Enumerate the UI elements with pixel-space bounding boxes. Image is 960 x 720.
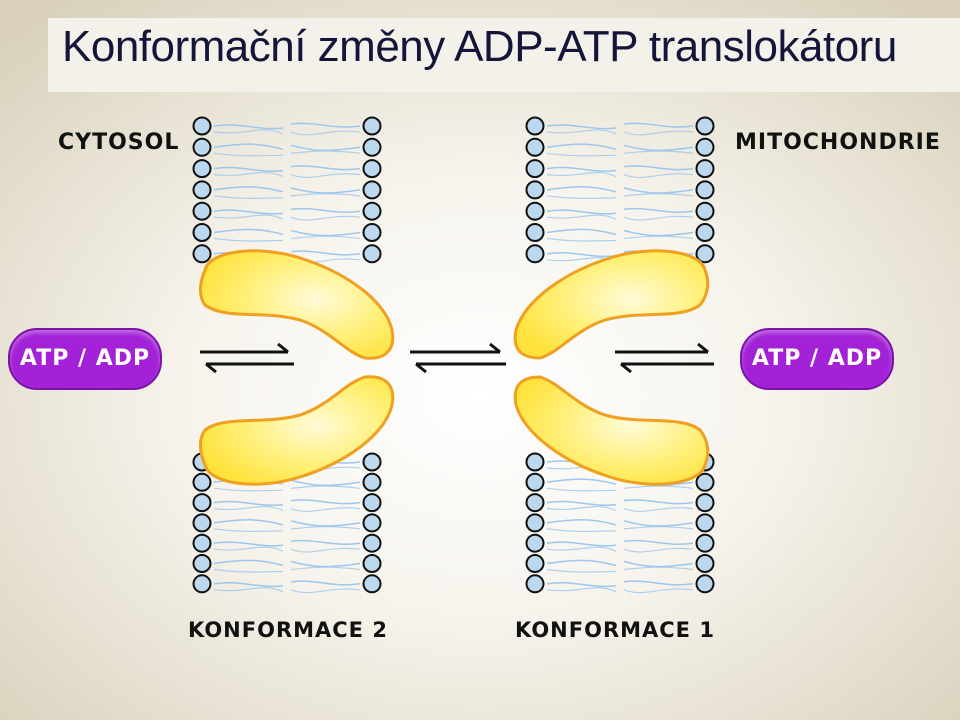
protein-conformation-2 [199, 249, 395, 486]
membrane-left-upper [192, 116, 382, 264]
protein-lower-lobe-left [199, 375, 395, 486]
atp-adp-pill-left: ATP / ADP [8, 328, 162, 390]
page-title: Konformační změny ADP-ATP translokátoru [62, 22, 897, 71]
protein-upper-lobe-left [199, 249, 395, 360]
lipid-bilayers [192, 116, 715, 594]
atp-adp-label-left: ATP / ADP [19, 346, 151, 371]
equilibrium-arrow-center [410, 342, 506, 374]
equilibrium-arrow-right [615, 342, 714, 374]
mitochondrie-label: MITOCHONDRIE [735, 130, 941, 155]
protein-lower-lobe-right [513, 375, 710, 486]
conformation-1-label: KONFORMACE 1 [515, 618, 715, 642]
title-bar [48, 18, 960, 92]
atp-adp-pill-right: ATP / ADP [740, 328, 894, 390]
membrane-right-upper [525, 116, 715, 264]
conformation-2-label: KONFORMACE 2 [188, 618, 388, 642]
equilibrium-arrow-left [200, 342, 294, 374]
atp-adp-label-right: ATP / ADP [751, 346, 883, 371]
protein-upper-lobe-right [513, 249, 710, 360]
cytosol-label: CYTOSOL [58, 130, 180, 155]
membrane-left-lower [192, 452, 382, 594]
protein-conformation-1 [513, 249, 710, 486]
